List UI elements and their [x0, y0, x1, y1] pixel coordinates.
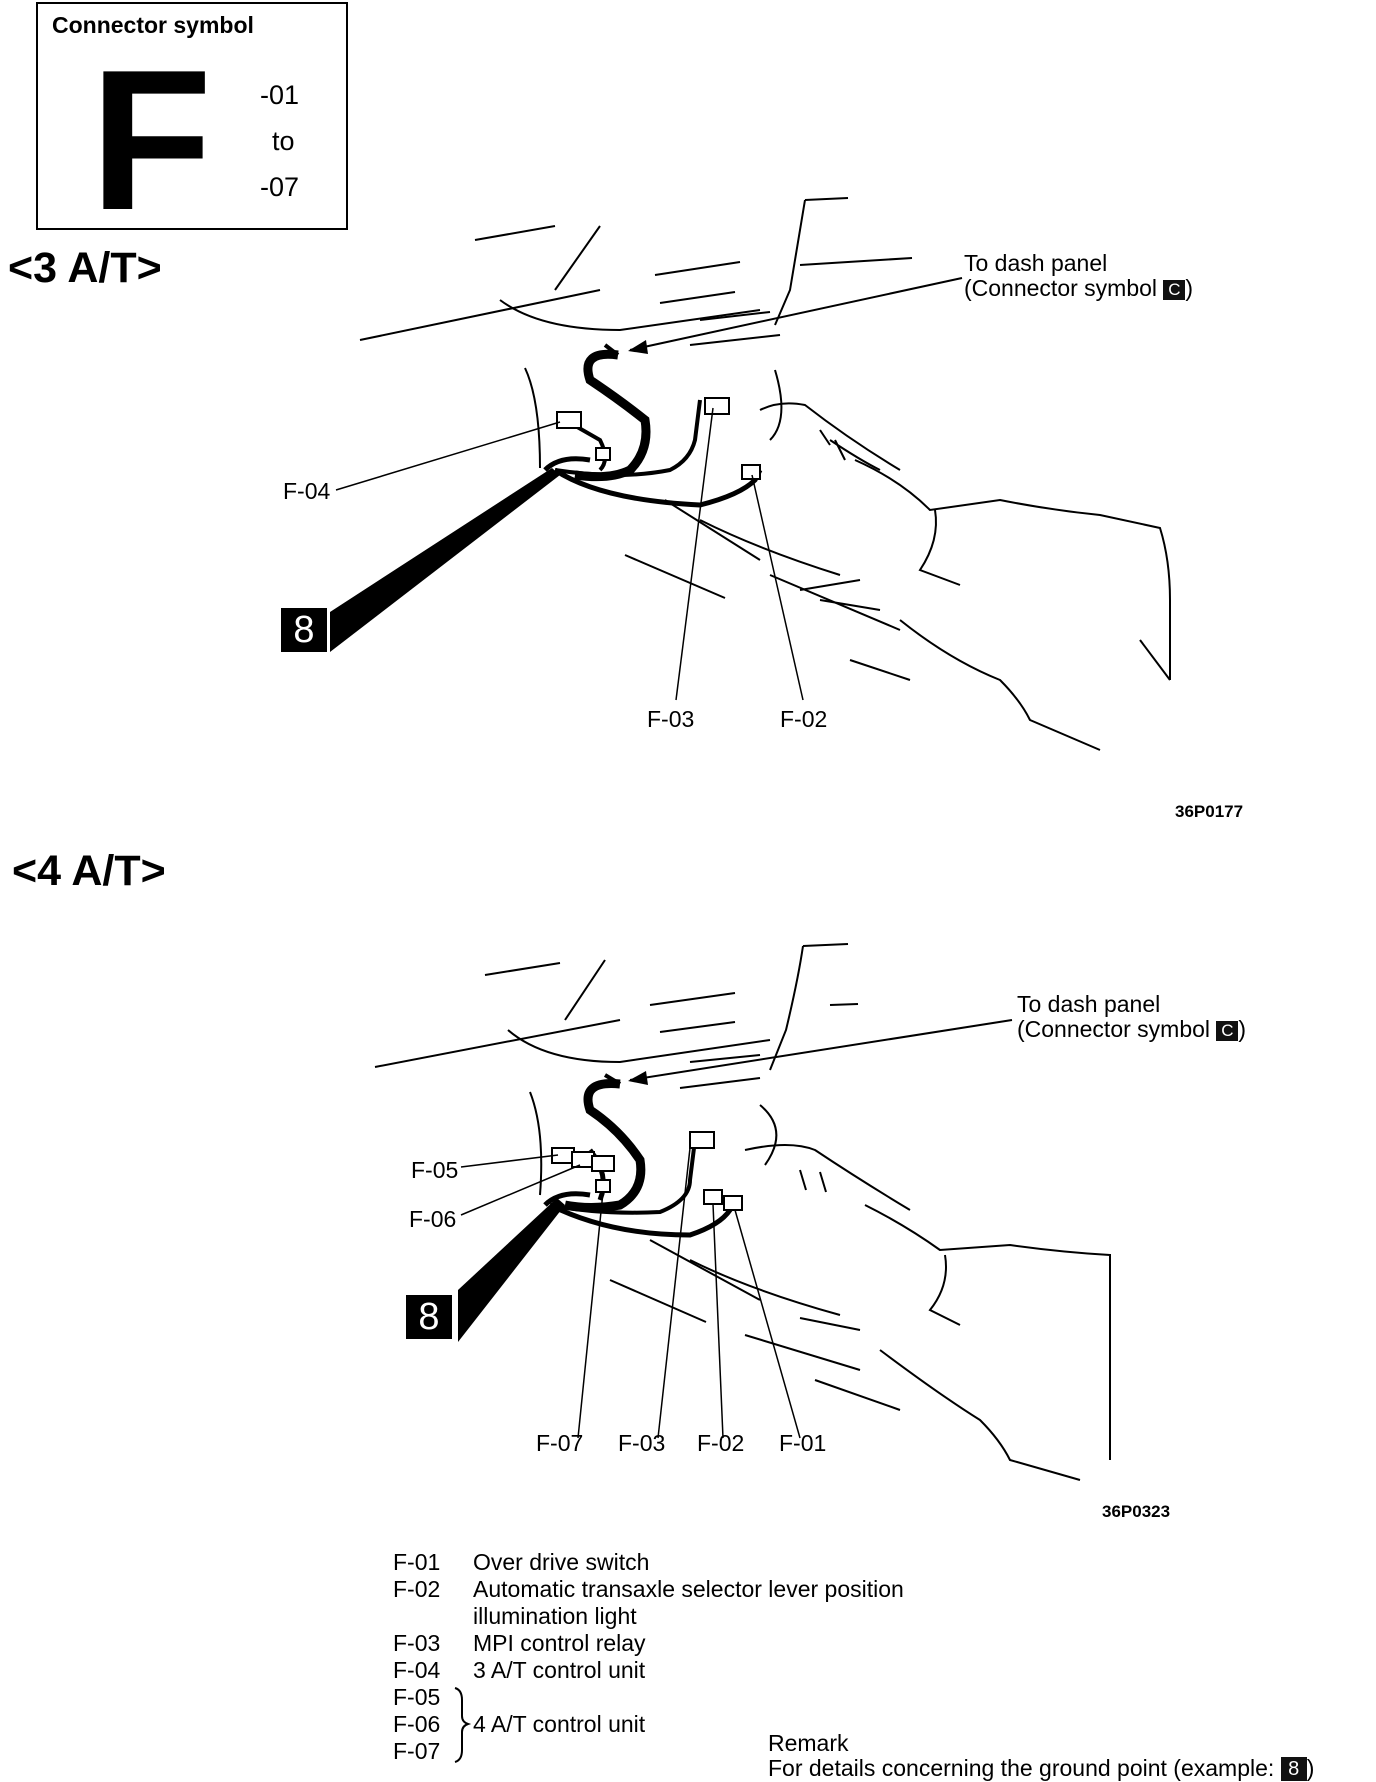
remark-body: For details concerning the ground point … [768, 1755, 1281, 1781]
range-mid: to [272, 126, 295, 156]
label-f-07: F-07 [536, 1430, 584, 1456]
figure-ref-3at: 36P0177 [1175, 802, 1244, 821]
dash-panel-symbol-4at: (Connector symbol C) [1017, 1016, 1246, 1043]
dash-panel-label-3at: To dash panel [964, 250, 1108, 276]
connector-letter: F [90, 29, 213, 252]
connector-c-chip: C [1163, 280, 1186, 300]
range-start: -01 [260, 80, 300, 110]
ground-8-chip: 8 [1280, 1757, 1307, 1781]
remark-text: For details concerning the ground point … [768, 1755, 1314, 1782]
remark-title: Remark [768, 1730, 849, 1756]
label-f-03-4at: F-03 [618, 1430, 666, 1456]
section-title-3at: <3 A/T> [8, 244, 162, 292]
dash-panel-symbol-3at: (Connector symbol C) [964, 275, 1193, 302]
legend-row: F-05 [393, 1684, 441, 1710]
label-f-05: F-05 [411, 1157, 459, 1183]
ground-point-8-3at: 8 [281, 608, 327, 652]
dash-prefix: (Connector symbol [1017, 1016, 1217, 1042]
label-f-06: F-06 [409, 1206, 457, 1232]
section-title-4at: <4 A/T> [12, 847, 166, 895]
label-f-04: F-04 [283, 478, 331, 504]
outline-line [359, 289, 601, 341]
dash-suffix: ) [1185, 275, 1194, 301]
dash-prefix: (Connector symbol [964, 275, 1164, 301]
figure-ref-4at: 36P0323 [1102, 1502, 1171, 1521]
connector-symbol-title: Connector symbol [52, 12, 254, 38]
remark-suffix: ) [1306, 1755, 1315, 1781]
label-f-02: F-02 [780, 706, 828, 732]
legend-row: F-07 [393, 1738, 441, 1764]
connector-c-chip: C [1216, 1021, 1239, 1041]
label-f-02-4at: F-02 [697, 1430, 745, 1456]
label-f-03: F-03 [647, 706, 695, 732]
dash-panel-label-4at: To dash panel [1017, 991, 1161, 1017]
range-end: -07 [260, 172, 300, 202]
legend-row: illumination light [473, 1603, 637, 1629]
ground-point-8-4at: 8 [406, 1295, 452, 1339]
connector-symbol-box: Connector symbol F -01 to -07 [36, 2, 348, 252]
label-f-01: F-01 [779, 1430, 827, 1456]
dash-suffix: ) [1238, 1016, 1247, 1042]
